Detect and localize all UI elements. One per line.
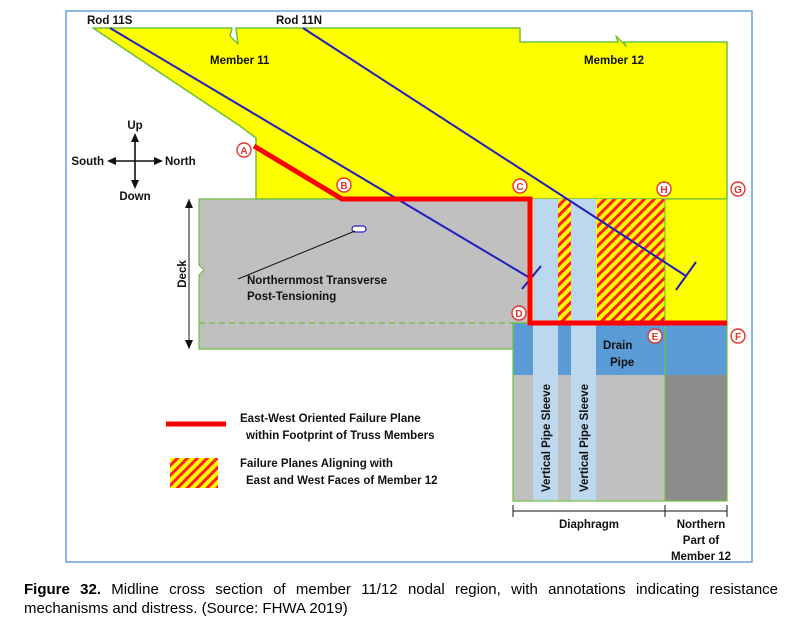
legend-hatched-line1: Failure Planes Aligning with (240, 458, 393, 470)
legend-hatch-swatch (170, 458, 218, 488)
point-marker-c: C (512, 178, 528, 194)
drain-pipe-label-line1: Drain (603, 340, 632, 352)
compass-arrow-right (154, 157, 163, 165)
rod-11s-line (109, 27, 531, 279)
compass-down-label: Down (119, 191, 150, 203)
drain-pipe-band-right (596, 323, 727, 375)
figure-caption-text: Midline cross section of member 11/12 no… (24, 581, 778, 617)
point-marker-f: F (730, 328, 746, 344)
northern-part-label-line2: Part of (683, 535, 720, 547)
rod-11n-line (302, 27, 687, 277)
diaphragm-label: Diaphragm (559, 519, 619, 531)
compass-arrow-up (131, 133, 139, 142)
svg-text:H: H (660, 185, 667, 196)
diaphragm-lower-right (596, 375, 665, 501)
nodal-region-diagram: Rod 11S Rod 11N Member 11 Member 12 Up D… (65, 10, 753, 563)
svg-text:A: A (240, 146, 247, 157)
point-marker-b: B (336, 177, 352, 193)
svg-text:F: F (735, 332, 741, 343)
hatch-west-face (558, 199, 571, 323)
compass-arrow-left (107, 157, 116, 165)
drain-pipe-band-left (513, 323, 533, 375)
diaphragm-lower-mid (558, 375, 571, 501)
drain-pipe-band-mid (558, 323, 571, 375)
member-11-label: Member 11 (210, 55, 270, 67)
point-marker-g: G (730, 181, 746, 197)
compass-arrow-down (131, 180, 139, 189)
member-12-label: Member 12 (584, 55, 644, 67)
compass-south-label: South (71, 156, 104, 168)
rod-11n-anchor (675, 261, 697, 291)
point-marker-e: E (647, 328, 663, 344)
deck-slab (198, 198, 531, 350)
svg-text:D: D (515, 309, 522, 320)
svg-text:B: B (340, 181, 347, 192)
point-marker-h: H (656, 181, 672, 197)
point-marker-a: A (236, 142, 252, 158)
transverse-pt-label-line2: Post-Tensioning (247, 291, 336, 303)
transverse-pt-label-line1: Northernmost Transverse (247, 275, 387, 287)
vertical-pipe-sleeve-label-1: Vertical Pipe Sleeve (541, 384, 553, 492)
rod-11s-label: Rod 11S (87, 15, 133, 27)
drain-pipe-label-line2: Pipe (610, 357, 634, 369)
point-marker-d: D (511, 305, 527, 321)
svg-text:E: E (652, 332, 659, 343)
compass-up-label: Up (127, 120, 142, 132)
member-11-12-body (92, 27, 728, 200)
transverse-pt-marker (351, 225, 367, 233)
figure-caption-label: Figure 32. (24, 581, 101, 598)
svg-text:C: C (516, 182, 523, 193)
legend-hatched-line2: East and West Faces of Member 12 (246, 475, 438, 487)
vertical-pipe-sleeve-2 (571, 199, 596, 501)
svg-text:G: G (734, 185, 742, 196)
diaphragm-lower-left (513, 375, 533, 501)
deck-arrow-bottom (185, 340, 193, 349)
deck-arrow-top (185, 199, 193, 208)
northern-part-label-line1: Northern (677, 519, 726, 531)
northern-part-label-line3: Member 12 (671, 551, 731, 563)
hatch-east-face (597, 199, 665, 323)
transverse-pt-leader (237, 230, 356, 280)
compass-north-label: North (165, 156, 196, 168)
rod-11n-label: Rod 11N (276, 15, 322, 27)
legend-failure-line2: within Footprint of Truss Members (245, 430, 434, 442)
legend-failure-line1: East-West Oriented Failure Plane (240, 413, 421, 425)
figure-caption: Figure 32. Midline cross section of memb… (24, 580, 778, 618)
deck-label: Deck (177, 260, 189, 288)
vertical-pipe-sleeve-1 (533, 199, 558, 501)
northern-part-block (665, 375, 727, 501)
vertical-pipe-sleeve-label-2: Vertical Pipe Sleeve (579, 384, 591, 492)
failure-plane-line (252, 143, 727, 326)
